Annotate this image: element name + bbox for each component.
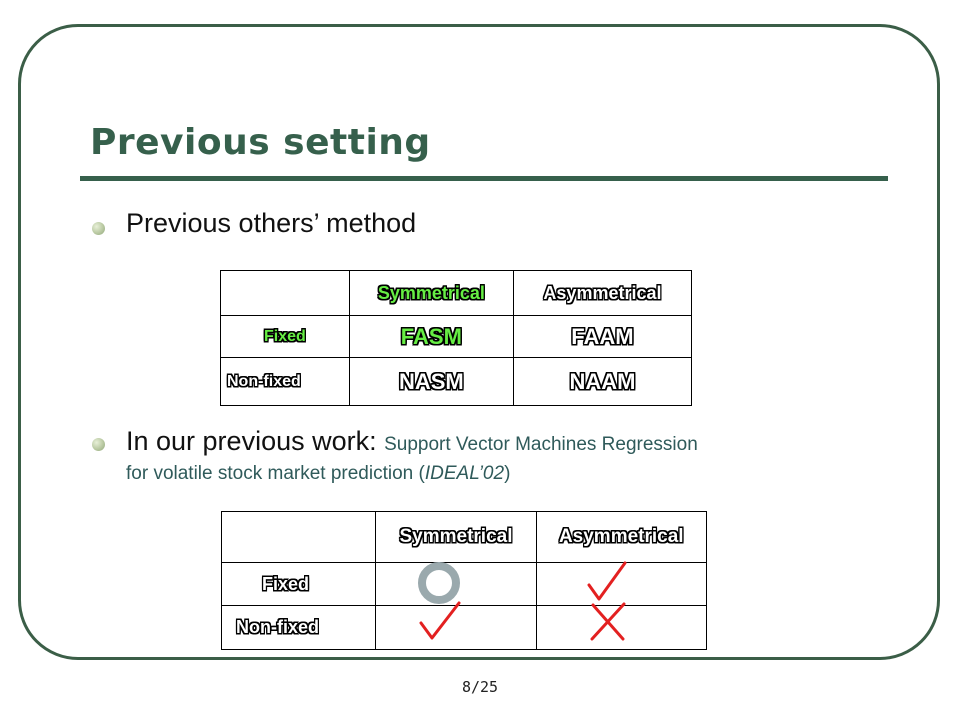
bullet-lead: In our previous work: [126,426,385,456]
slide-frame [18,24,940,660]
column-header-asymmetrical: Asymmetrical [535,511,708,563]
table-corner-cell [220,270,350,316]
cell-fixed-symmetrical [375,562,537,606]
bullet-icon [92,222,105,235]
bullet-previous-work: In our previous work: Support Vector Mac… [126,424,846,486]
table-row: Fixed [220,562,708,606]
cell-fixed-asymmetrical [535,562,708,606]
column-header-symmetrical: Symmetrical [348,270,514,316]
column-header-symmetrical: Symmetrical [375,511,537,563]
paper-title-close: ) [504,463,511,484]
paper-title-text: for volatile stock market prediction ( [126,463,425,484]
title-underline [80,176,888,181]
table-row: Non-fixed [220,605,708,650]
table-row: Non-fixed NASM NAAM [220,357,693,406]
row-label-non-fixed: Non-fixed [220,605,377,650]
our-work-table: Symmetrical Asymmetrical Fixed Non-fixed [220,511,708,650]
methods-table: Symmetrical Asymmetrical Fixed FASM FAAM… [220,270,693,406]
cell-faam: FAAM [512,315,693,358]
cell-nonfixed-symmetrical [375,605,537,650]
table-corner-cell [220,511,377,563]
bullet-previous-others: Previous others’ method [126,208,417,238]
table-row: Fixed FASM FAAM [220,315,693,358]
bullet-icon [92,438,105,451]
page-number: 8/25 [461,678,499,696]
row-label-fixed: Fixed [220,562,377,606]
table-header-row: Symmetrical Asymmetrical [220,511,708,563]
conference-name: IDEAL’02 [424,463,505,484]
paper-title-line2: for volatile stock market prediction (ID… [126,462,846,486]
slide-title: Previous setting [90,122,431,163]
paper-title-line1: Support Vector Machines Regression [384,434,698,455]
cell-nasm: NASM [348,357,514,406]
row-label-fixed: Fixed [220,315,350,358]
cell-fasm: FASM [348,315,514,358]
table-header-row: Symmetrical Asymmetrical [220,270,693,316]
column-header-asymmetrical: Asymmetrical [512,270,693,316]
cell-naam: NAAM [512,357,693,406]
cell-nonfixed-asymmetrical [535,605,708,650]
row-label-non-fixed: Non-fixed [220,357,350,406]
